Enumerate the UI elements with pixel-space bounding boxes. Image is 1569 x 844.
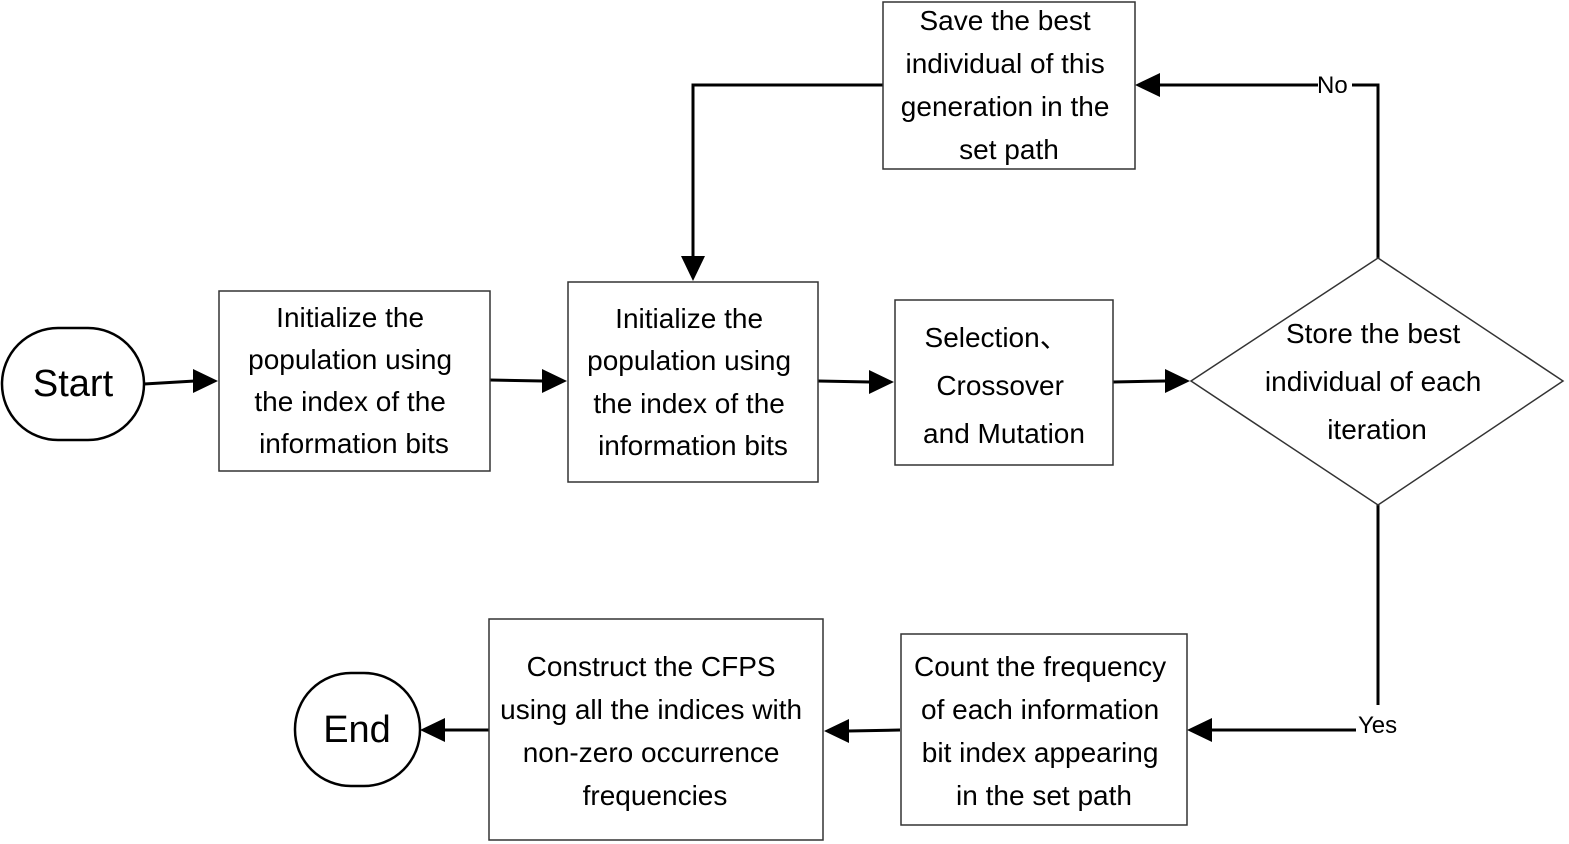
end-terminal: End: [293, 671, 422, 788]
arrowhead-save: [1135, 73, 1160, 97]
save-text: Save the best individual of this generat…: [901, 5, 1117, 165]
edge-decision-to-save: [1160, 83, 1380, 258]
ga-line-1: Selection、: [925, 322, 1068, 353]
store-best-decision: Store the best individual of each iterat…: [1189, 257, 1565, 506]
arrowhead-ga: [869, 370, 894, 394]
count-frequency-box: Count the frequency of each information …: [900, 633, 1188, 826]
save-line-4: set path: [959, 134, 1059, 165]
init2-text: Initialize the population using the inde…: [587, 303, 799, 461]
arrowhead-init2-top: [681, 256, 705, 281]
edge-count-to-construct: [847, 728, 901, 733]
edge-init1-to-init2: [489, 378, 544, 383]
save-line-2: individual of this: [905, 48, 1104, 79]
decision-line-2: individual of each: [1265, 366, 1481, 397]
ga-line-3: and Mutation: [923, 418, 1085, 449]
arrowhead-init2: [542, 369, 567, 393]
save-line-1: Save the best: [919, 5, 1090, 36]
count-line-4: in the set path: [956, 780, 1132, 811]
init-population-box-2: Initialize the population using the inde…: [567, 281, 819, 483]
construct-line-4: frequencies: [583, 780, 728, 811]
init2-line-2: population using: [587, 345, 791, 376]
init2-line-4: information bits: [598, 430, 788, 461]
construct-line-1: Construct the CFPS: [527, 651, 776, 682]
arrowhead-end: [420, 718, 445, 742]
start-label: Start: [33, 363, 114, 405]
edge-label-no: No: [1317, 72, 1348, 99]
construct-line-2: using all the indices with: [500, 694, 802, 725]
edge-ga-to-decision: [1112, 379, 1166, 384]
count-line-3: bit index appearing: [922, 737, 1159, 768]
arrowhead-construct: [824, 719, 849, 743]
edges: [143, 73, 1380, 743]
count-line-1: Count the frequency: [914, 651, 1166, 682]
arrowhead-count: [1187, 718, 1212, 742]
count-text: Count the frequency of each information …: [914, 651, 1174, 811]
init2-line-1: Initialize the: [615, 303, 763, 334]
start-terminal: Start: [0, 326, 146, 442]
edge-init2-to-ga: [817, 379, 871, 384]
ga-text: Selection、 Crossover and Mutation: [923, 322, 1085, 449]
init1-line-2: population using: [248, 344, 452, 375]
decision-line-3: iteration: [1327, 414, 1427, 445]
count-line-2: of each information: [921, 694, 1159, 725]
arrowhead-decision: [1165, 369, 1190, 393]
init-population-box-1: Initialize the population using the inde…: [218, 290, 491, 472]
init1-line-3: the index of the: [254, 386, 445, 417]
edge-decision-to-count: [1210, 505, 1380, 732]
ga-line-2: Crossover: [936, 370, 1064, 401]
edge-start-to-init1: [143, 379, 196, 386]
init1-line-4: information bits: [259, 428, 449, 459]
init1-line-1: Initialize the: [276, 302, 424, 333]
init2-line-3: the index of the: [593, 388, 784, 419]
construct-line-3: non-zero occurrence: [523, 737, 780, 768]
save-line-3: generation in the: [901, 91, 1110, 122]
construct-text: Construct the CFPS using all the indices…: [500, 651, 810, 811]
decision-line-1: Store the best: [1286, 318, 1461, 349]
edge-label-yes: Yes: [1358, 712, 1397, 739]
save-best-individual-box: Save the best individual of this generat…: [882, 1, 1136, 170]
arrowhead-init1: [193, 369, 218, 393]
init1-text: Initialize the population using the inde…: [248, 302, 460, 459]
decision-text: Store the best individual of each iterat…: [1265, 318, 1489, 445]
end-label: End: [323, 709, 391, 751]
selection-crossover-mutation-box: Selection、 Crossover and Mutation: [894, 299, 1114, 466]
edge-save-to-init2: [691, 83, 883, 258]
construct-cfps-box: Construct the CFPS using all the indices…: [488, 618, 824, 841]
